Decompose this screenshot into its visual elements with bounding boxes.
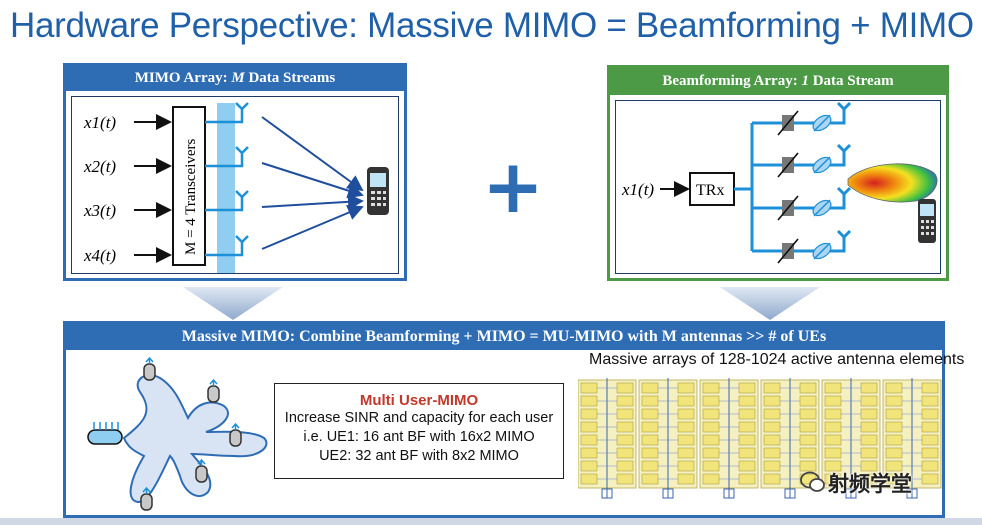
transceiver-label: M = 4 Transceivers <box>183 138 199 255</box>
mimo-diagram-frame: x1(t) x2(t) x3(t) x4(t) M = 4 Transceive… <box>71 96 399 274</box>
phone-icon <box>918 199 936 243</box>
connector-triangle-right <box>720 287 820 320</box>
massive-panel-header: Massive MIMO: Combine Beamforming + MIMO… <box>66 324 942 350</box>
bf-input-label: x1(t) <box>621 180 654 199</box>
ue-device-icon <box>140 363 242 511</box>
bf-header-pre: Beamforming Array: <box>662 73 802 89</box>
input-x4-label: x4(t) <box>83 246 116 265</box>
multi-lobe-pattern <box>122 374 268 504</box>
phase-shifter-icon <box>777 110 799 264</box>
bf-diagram: x1(t) TRx <box>621 101 938 264</box>
bf-header-post: Data Stream <box>808 73 894 89</box>
arrays-caption: Massive arrays of 128-1024 active antenn… <box>589 351 965 368</box>
antenna-feed-bar <box>217 103 235 273</box>
mimo-header-post: Data Streams <box>244 70 336 86</box>
watermark: 射频学堂 <box>828 473 912 496</box>
massive-mimo-panel: Massive MIMO: Combine Beamforming + MIMO… <box>63 321 964 518</box>
massive-antenna-arrays <box>578 377 942 499</box>
mu-beam-pattern <box>87 356 268 511</box>
stream-arrows <box>261 116 364 250</box>
bf-panel-header: Beamforming Array: 1 Data Stream <box>610 68 946 95</box>
mimo-diagram: x1(t) x2(t) x3(t) x4(t) M = 4 Transceive… <box>83 102 389 273</box>
mimo-panel-header: MIMO Array: M Data Streams <box>66 66 404 91</box>
trx-label: TRx <box>696 182 724 199</box>
beam-lobe-icon <box>847 163 938 203</box>
multi-user-mimo-box: Multi User-MIMO Increase SINR and capaci… <box>274 383 564 479</box>
base-station-array <box>87 422 123 445</box>
input-x2-label: x2(t) <box>83 157 116 176</box>
mu-title: Multi User-MIMO <box>359 392 479 409</box>
bottom-strip <box>0 518 982 525</box>
beamforming-array-panel: Beamforming Array: 1 Data Stream x1(t) T… <box>607 65 949 281</box>
connector-triangle-left <box>183 287 283 320</box>
transceiver-block <box>172 106 206 266</box>
phone-icon <box>367 167 389 215</box>
lens-icon <box>812 114 832 260</box>
input-arrows <box>134 114 172 263</box>
input-x3-label: x3(t) <box>83 201 116 220</box>
bf-header-var: 1 <box>801 73 809 89</box>
slide-title: Hardware Perspective: Massive MIMO = Bea… <box>10 6 974 45</box>
mimo-header-var: M <box>231 70 245 86</box>
plus-sign: + <box>482 144 545 230</box>
mu-line-2: i.e. UE1: 16 ant BF with 16x2 MIMO <box>303 429 535 445</box>
bf-diagram-frame: x1(t) TRx <box>615 100 941 274</box>
mu-line-3: UE2: 32 ant BF with 8x2 MIMO <box>319 448 519 464</box>
mimo-header-pre: MIMO Array: <box>134 70 232 86</box>
mimo-array-panel: MIMO Array: M Data Streams x1(t) x2(t) x… <box>63 63 407 281</box>
input-x1-label: x1(t) <box>83 113 116 132</box>
antenna-feeds <box>205 102 249 257</box>
antenna-array-block <box>578 378 637 499</box>
ue-antenna-icon <box>142 356 240 494</box>
wechat-logo-icon <box>800 471 825 492</box>
mu-line-1: Increase SINR and capacity for each user <box>284 410 554 426</box>
